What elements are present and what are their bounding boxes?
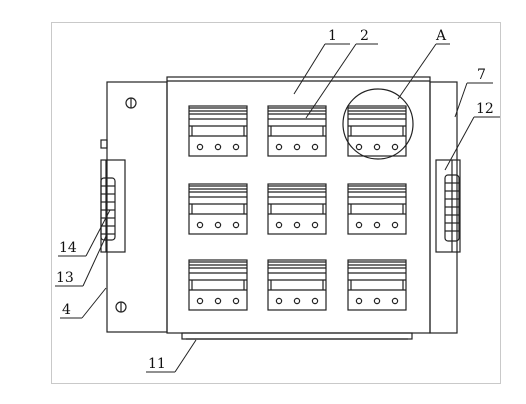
callout-14: 14 xyxy=(59,240,77,256)
callout-11: 11 xyxy=(148,356,166,372)
callout-1: 1 xyxy=(328,28,337,44)
socket-module xyxy=(267,259,327,311)
right-roller xyxy=(444,174,460,242)
callout-12: 12 xyxy=(476,101,494,117)
callout-7: 7 xyxy=(477,67,486,83)
left-end-plate xyxy=(100,81,168,333)
callout-labels: 1 2 A 7 12 14 13 4 11 xyxy=(56,28,494,372)
socket-module xyxy=(347,183,407,235)
left-roller xyxy=(100,177,116,241)
socket-grid xyxy=(188,105,407,311)
leader-lines xyxy=(55,43,500,373)
socket-module xyxy=(347,259,407,311)
callout-4: 4 xyxy=(62,302,71,318)
callout-13: 13 xyxy=(56,270,74,286)
detail-circle-a xyxy=(342,88,414,160)
callout-2: 2 xyxy=(360,28,369,44)
socket-module xyxy=(267,105,327,157)
socket-module xyxy=(267,183,327,235)
socket-module xyxy=(188,105,248,157)
bottom-rail xyxy=(181,332,413,340)
socket-module xyxy=(188,183,248,235)
main-panel xyxy=(166,76,431,334)
callout-a: A xyxy=(435,28,447,44)
socket-module xyxy=(347,105,407,157)
socket-module xyxy=(188,259,248,311)
